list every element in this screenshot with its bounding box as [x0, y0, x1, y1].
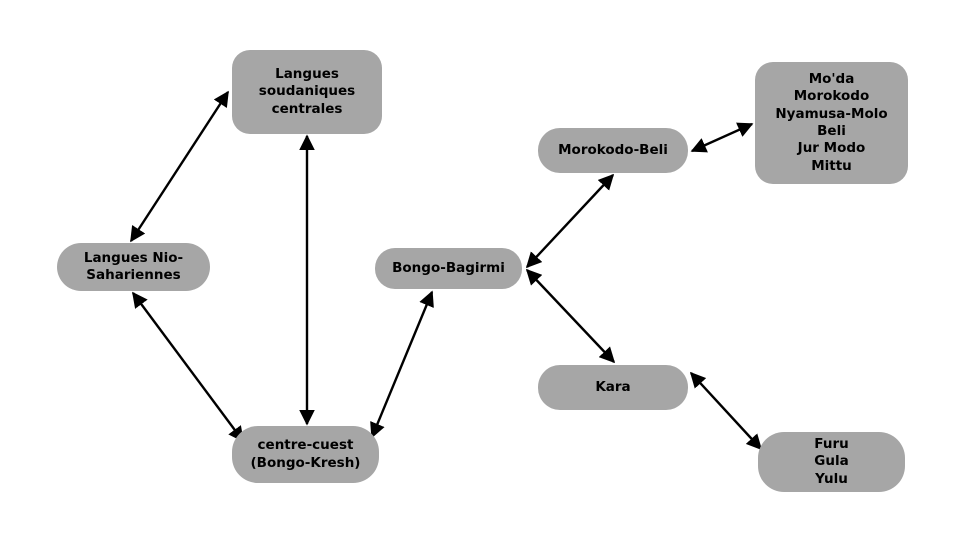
node-label: Langues Nio- Sahariennes — [83, 249, 184, 283]
node-furu-language-group[interactable]: Furu Gula Yulu — [758, 432, 905, 492]
edge-bongo-bagirmi-kara — [525, 268, 616, 364]
node-label: Kara — [595, 378, 631, 395]
node-label: Mo'da Morokodo Nyamusa-Molo Beli Jur Mod… — [775, 71, 888, 174]
node-bongo-bagirmi[interactable]: Bongo-Bagirmi — [375, 248, 522, 289]
node-moda-language-group[interactable]: Mo'da Morokodo Nyamusa-Molo Beli Jur Mod… — [755, 62, 908, 184]
edge-centre-ouest-bongo-bagirmi — [370, 290, 434, 439]
node-label: centre-cuest (Bongo-Kresh) — [250, 437, 361, 471]
node-langues-soudaniques-centrales[interactable]: Langues soudaniques centrales — [232, 50, 382, 134]
edge-bongo-bagirmi-morokodo-beli — [525, 173, 615, 269]
edge-nilo-saharan-centre-ouest — [132, 291, 244, 443]
node-label: Furu Gula Yulu — [814, 436, 849, 487]
node-kara[interactable]: Kara — [538, 365, 688, 410]
node-label: Morokodo-Beli — [558, 141, 668, 158]
edge-morokodo-beli-moda-group — [690, 122, 754, 153]
node-langues-nilo-sahariennes[interactable]: Langues Nio- Sahariennes — [57, 243, 210, 291]
node-label: Bongo-Bagirmi — [392, 259, 505, 276]
edge-kara-furu-group — [689, 371, 763, 451]
node-label: Langues soudaniques centrales — [258, 66, 356, 117]
node-centre-ouest-bongo-kresh[interactable]: centre-cuest (Bongo-Kresh) — [232, 426, 379, 483]
edge-nilo-saharan-central-sudanic — [129, 90, 230, 243]
node-morokodo-beli[interactable]: Morokodo-Beli — [538, 128, 688, 173]
